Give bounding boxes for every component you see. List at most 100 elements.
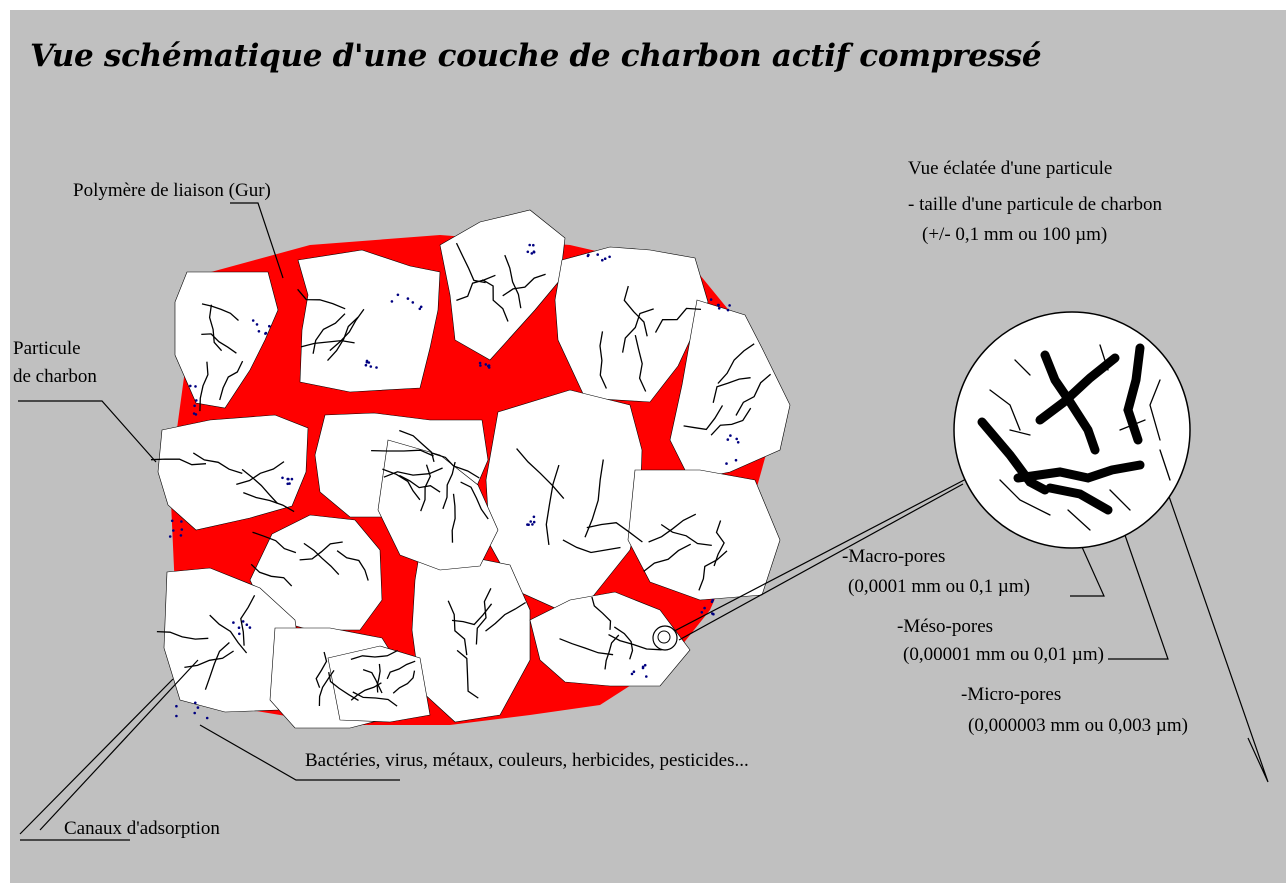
contaminant-dot [729, 434, 732, 437]
charcoal-particle [298, 250, 440, 392]
contaminant-dot [407, 297, 410, 300]
contaminant-dot [252, 319, 255, 322]
contaminant-dot [180, 534, 183, 537]
contaminant-dot [258, 330, 261, 333]
contaminant-dot [286, 483, 289, 486]
contaminant-dot [710, 298, 713, 301]
meso-pores-name: -Méso-pores [897, 616, 993, 638]
contaminants-label: Bactéries, virus, métaux, couleurs, herb… [305, 750, 749, 772]
binder-label: Polymère de liaison (Gur) [73, 180, 271, 202]
contaminant-dot [701, 611, 704, 614]
contaminant-dot [197, 706, 200, 709]
contaminant-dot [727, 438, 730, 441]
contaminant-dot [238, 626, 241, 629]
contaminant-dot [175, 715, 178, 718]
contaminant-dot [420, 306, 423, 309]
contaminant-dot [533, 516, 536, 519]
zoom-source-circle [653, 626, 677, 650]
contaminant-dot [375, 366, 378, 369]
micro-pores-size: (0,000003 mm ou 0,003 µm) [968, 715, 1188, 737]
contaminant-dot [265, 332, 268, 335]
channels-leader-line-b [40, 660, 198, 830]
contaminant-dot [727, 309, 730, 312]
contaminant-dot [169, 535, 172, 538]
exploded-view-line1: Vue éclatée d'une particule [908, 158, 1112, 180]
contaminant-dot [488, 364, 491, 367]
contaminant-dot [256, 323, 259, 326]
contaminant-dot [718, 307, 721, 310]
contaminant-dot [242, 620, 245, 623]
contaminant-dot [281, 477, 284, 480]
contaminant-dot [193, 712, 196, 715]
magnified-particle [954, 312, 1190, 548]
contaminant-dot [533, 521, 536, 524]
contaminant-dot [365, 364, 368, 367]
particle-leader-line [18, 401, 156, 462]
contaminant-dot [527, 251, 530, 254]
contaminant-dot [291, 478, 294, 481]
diagram-title: Vue schématique d'une couche de charbon … [30, 38, 1041, 74]
contaminant-dot [735, 438, 738, 441]
macro-pores-name: -Macro-pores [842, 546, 945, 568]
diagram-frame: Vue schématique d'une couche de charbon … [10, 10, 1286, 883]
contaminant-dot [194, 385, 197, 388]
contaminant-dot [368, 361, 371, 364]
contaminant-dot [532, 244, 535, 247]
contaminant-dot [412, 301, 415, 304]
contaminant-dot [531, 523, 534, 526]
contaminant-dot [644, 664, 647, 667]
contaminant-dot [479, 362, 482, 365]
meso-pores-size: (0,00001 mm ou 0,01 µm) [903, 644, 1104, 666]
micro-pores-name: -Micro-pores [961, 684, 1061, 706]
contaminant-dot [725, 462, 728, 465]
contaminant-dot [249, 626, 252, 629]
contaminant-dot [180, 520, 183, 523]
contaminant-dot [189, 385, 192, 388]
contaminant-dot [587, 255, 590, 258]
contaminant-dot [171, 520, 174, 523]
contaminant-dot [596, 253, 599, 256]
contaminant-dot [206, 717, 209, 720]
contaminant-dot [193, 405, 196, 408]
contaminant-dot [268, 325, 271, 328]
contaminant-dot [479, 364, 482, 367]
contaminant-dot [175, 705, 178, 708]
contaminant-dot [391, 300, 394, 303]
contaminant-dot [531, 252, 534, 255]
contaminant-dot [633, 670, 636, 673]
contaminant-dot [604, 257, 607, 260]
charcoal-particle [628, 470, 780, 600]
contaminant-dot [370, 365, 373, 368]
contaminant-dot [608, 256, 611, 259]
contaminant-dot [238, 633, 241, 636]
contaminant-dot [717, 304, 720, 307]
macro-pores-size: (0,0001 mm ou 0,1 µm) [848, 576, 1030, 598]
contaminant-dot [728, 304, 731, 307]
adsorption-channels-label: Canaux d'adsorption [64, 818, 220, 840]
particle-label-line1: Particule [13, 338, 81, 360]
contaminant-dot [195, 413, 198, 416]
contaminant-dot [601, 259, 604, 262]
charcoal-particles [158, 210, 790, 728]
exploded-view-line3: (+/- 0,1 mm ou 100 µm) [922, 224, 1107, 246]
contaminant-dot [645, 675, 648, 678]
contaminant-dot [711, 612, 714, 615]
contaminant-dot [194, 702, 197, 705]
contaminant-dot [232, 621, 235, 624]
contaminant-dot [703, 607, 706, 610]
contaminant-dot [533, 250, 536, 253]
channels-leader-line-a [20, 679, 173, 834]
contaminant-dot [737, 441, 740, 444]
contaminant-dot [485, 363, 488, 366]
contaminant-dot [287, 478, 290, 481]
contaminant-dot [528, 244, 531, 247]
contaminant-dot [246, 623, 249, 626]
contaminant-dot [711, 601, 714, 604]
contaminant-dot [526, 523, 529, 526]
micro-pore-leader-line [1164, 482, 1268, 782]
contaminant-dot [631, 673, 634, 676]
contaminant-dot [642, 666, 645, 669]
contaminant-dot [195, 399, 198, 402]
exploded-view-line2: - taille d'une particule de charbon [908, 194, 1162, 216]
particle-label-line2: de charbon [13, 366, 97, 388]
